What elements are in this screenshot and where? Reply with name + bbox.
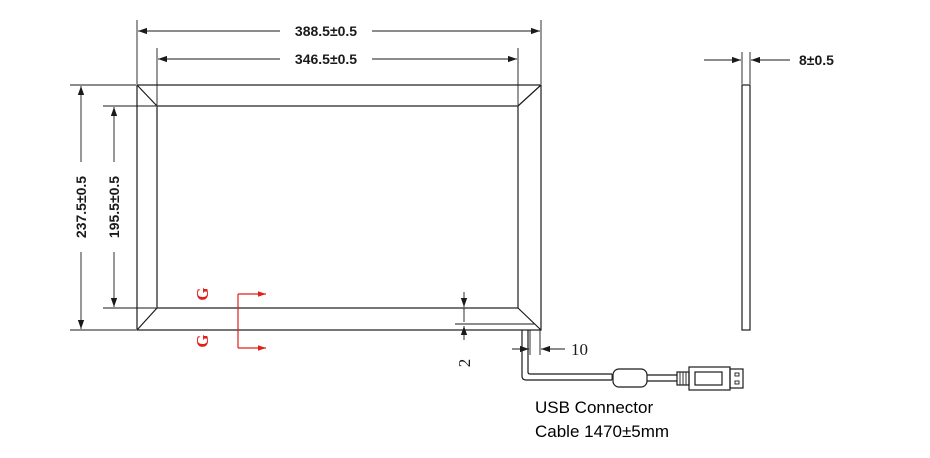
thickness-label: 8±0.5 bbox=[799, 52, 834, 68]
ferrite-bead bbox=[612, 368, 648, 388]
usb-connector-caption: USB Connector Cable 1470±5mm bbox=[535, 396, 669, 444]
outer-width-label: 388.5±0.5 bbox=[295, 23, 357, 39]
inner-width-label: 346.5±0.5 bbox=[295, 51, 357, 67]
offset-label: 10 bbox=[571, 340, 588, 359]
bevel-bl bbox=[136, 307, 158, 331]
usb-cable bbox=[521, 330, 744, 391]
section-marks: G G bbox=[193, 287, 266, 351]
outer-frame bbox=[136, 84, 542, 331]
inner-window bbox=[156, 105, 519, 309]
caption-line-2: Cable 1470±5mm bbox=[535, 422, 670, 441]
front-view bbox=[136, 84, 542, 331]
usb-plug-window bbox=[694, 371, 723, 386]
bevel-br bbox=[517, 307, 542, 331]
usb-plug-tip bbox=[729, 368, 744, 389]
dim-offset: 10 bbox=[512, 330, 588, 359]
bevel-tr bbox=[517, 84, 542, 107]
dim-inner-width: 346.5±0.5 bbox=[156, 48, 519, 105]
section-mark-upper: G bbox=[193, 287, 212, 300]
dim-gap: 2 bbox=[455, 292, 535, 367]
dim-inner-height: 195.5±0.5 bbox=[103, 105, 156, 309]
bevel-tl bbox=[136, 84, 158, 107]
dim-outer-width: 388.5±0.5 bbox=[136, 20, 542, 84]
inner-height-label: 195.5±0.5 bbox=[106, 176, 122, 238]
gap-label: 2 bbox=[455, 359, 474, 368]
dim-outer-height: 237.5±0.5 bbox=[70, 84, 136, 331]
side-view: 8±0.5 bbox=[704, 52, 834, 331]
side-profile bbox=[741, 84, 751, 331]
outer-height-label: 237.5±0.5 bbox=[73, 176, 89, 238]
section-mark-lower: G bbox=[193, 334, 212, 347]
caption-line-1: USB Connector bbox=[535, 398, 654, 417]
